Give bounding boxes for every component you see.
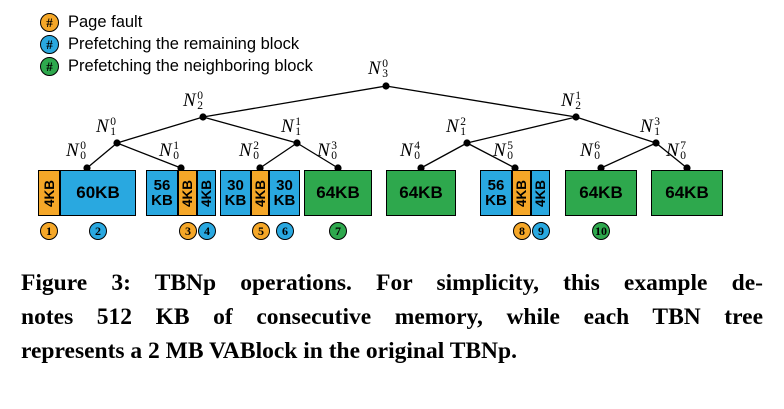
- memory-block-64kb-neighbor-2: 64KB: [386, 170, 456, 216]
- legend-label-prefetch-neighboring: Prefetching the neighboring block: [68, 57, 313, 75]
- caption-line-2: notes 512 KB of consecutive memory, whil…: [21, 304, 763, 330]
- caption-line-3: represents a 2 MB VABlock in the origina…: [21, 338, 517, 364]
- prefetch-remaining-symbol-icon: #: [40, 35, 59, 54]
- memory-block-64kb-neighbor-4: 64KB: [651, 170, 723, 216]
- legend-item-prefetch-neighboring: # Prefetching the neighboring block: [40, 57, 313, 76]
- memory-block-4kb-fault-1: 4KB: [38, 170, 60, 216]
- caption-line-1: Figure 3: TBNp operations. For simplicit…: [21, 270, 763, 296]
- step-marker-5: 5: [252, 222, 270, 240]
- prefetch-neighboring-symbol-icon: #: [40, 57, 59, 76]
- legend-label-page-fault: Page fault: [68, 13, 143, 31]
- step-marker-10: 10: [592, 222, 610, 240]
- step-marker-7: 7: [329, 222, 347, 240]
- step-marker-6: 6: [276, 222, 294, 240]
- legend-label-prefetch-remaining: Prefetching the remaining block: [68, 35, 300, 53]
- step-marker-2: 2: [89, 222, 107, 240]
- memory-block-30kb-remaining-2: 30 KB: [269, 170, 300, 216]
- memory-block-64kb-neighbor-1: 64KB: [304, 170, 372, 216]
- memory-block-4kb-remaining-1: 4KB: [197, 170, 216, 216]
- memory-block-4kb-fault-4: 4KB: [512, 170, 531, 216]
- memory-block-56kb-remaining-1: 56 KB: [146, 170, 178, 216]
- hash-glyph: #: [46, 36, 53, 52]
- hash-glyph: #: [46, 14, 53, 30]
- memory-block-4kb-remaining-2: 4KB: [531, 170, 550, 216]
- step-marker-1: 1: [40, 222, 58, 240]
- figure-caption: Figure 3: TBNp operations. For simplicit…: [21, 266, 763, 368]
- memory-block-30kb-remaining-1: 30 KB: [220, 170, 251, 216]
- legend-item-page-fault: # Page fault: [40, 13, 142, 32]
- step-marker-8: 8: [513, 222, 531, 240]
- memory-block-60kb-remaining: 60KB: [60, 170, 136, 216]
- tree-node-dots: [83, 82, 691, 172]
- step-marker-3: 3: [179, 222, 197, 240]
- step-marker-4: 4: [198, 222, 216, 240]
- hash-glyph: #: [46, 58, 53, 74]
- memory-block-4kb-fault-2: 4KB: [178, 170, 197, 216]
- legend-item-prefetch-remaining: # Prefetching the remaining block: [40, 35, 299, 54]
- step-marker-9: 9: [532, 222, 550, 240]
- memory-block-64kb-neighbor-3: 64KB: [565, 170, 637, 216]
- page-fault-symbol-icon: #: [40, 13, 59, 32]
- memory-block-56kb-remaining-2: 56 KB: [480, 170, 512, 216]
- memory-block-4kb-fault-3: 4KB: [251, 170, 269, 216]
